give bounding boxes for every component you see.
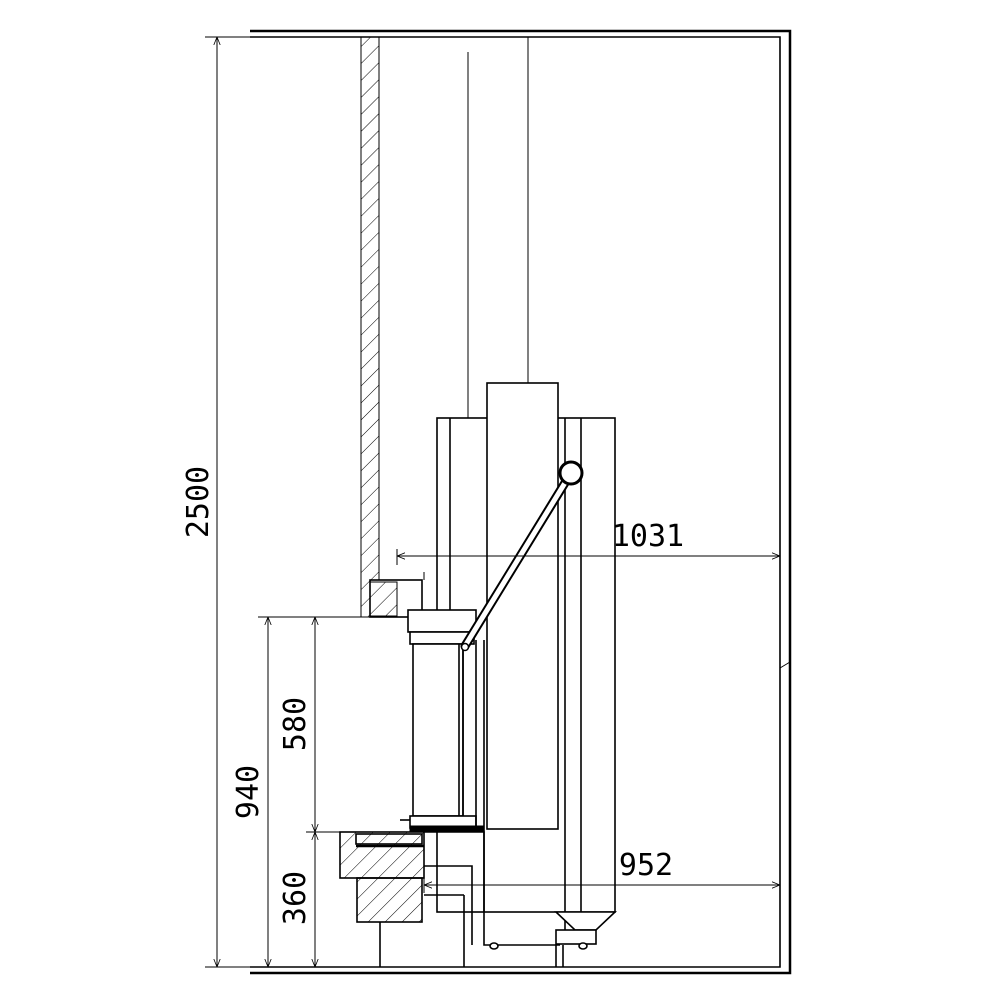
dimension-lines bbox=[205, 36, 780, 968]
stove-door bbox=[400, 609, 485, 912]
flue-pipe bbox=[467, 37, 529, 418]
hatched-wall-panel bbox=[348, 36, 380, 618]
room-outline bbox=[250, 29, 792, 975]
dim-label-360: 360 bbox=[278, 871, 313, 925]
dim-label-1031: 1031 bbox=[612, 519, 684, 554]
dim-label-940: 940 bbox=[231, 765, 266, 819]
dimension-labels: 2500 940 580 360 1031 952 bbox=[181, 466, 684, 925]
stove-base bbox=[339, 831, 564, 967]
ash-outlet bbox=[553, 911, 618, 950]
dim-label-580: 580 bbox=[278, 697, 313, 751]
dim-label-952: 952 bbox=[619, 848, 673, 883]
dim-label-2500: 2500 bbox=[181, 466, 216, 538]
